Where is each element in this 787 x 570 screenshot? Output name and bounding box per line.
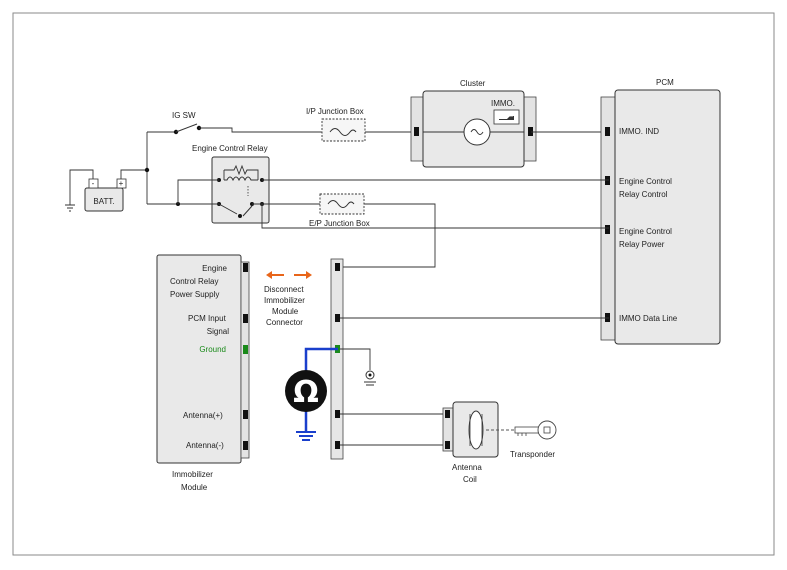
cluster: Cluster IMMO.	[410, 79, 537, 168]
disconnect-label-1: Disconnect	[264, 285, 304, 294]
harness-connector	[330, 258, 344, 460]
ip-junction-box: I/P Junction Box	[306, 107, 366, 142]
immobilizer-module: Engine Control Relay Power Supply PCM In…	[156, 254, 250, 492]
ohmmeter-icon: Ω	[285, 370, 327, 412]
immo-ground-label: Ground	[199, 345, 226, 354]
battery-minus-label: -	[92, 179, 95, 188]
ep-junction-box: E/P Junction Box	[309, 193, 370, 228]
ig-switch-label: IG SW	[172, 111, 196, 120]
immo-ecr-supply-label-1: Engine	[202, 264, 227, 273]
cluster-label: Cluster	[460, 79, 486, 88]
pcm-ecr-power-label-2: Relay Power	[619, 240, 665, 249]
ig-switch: IG SW	[147, 111, 202, 135]
immo-pcm-input-label-2: Signal	[207, 327, 229, 336]
battery: - + BATT.	[84, 178, 127, 212]
immo-module-label-1: Immobilizer	[172, 470, 213, 479]
ohm-symbol: Ω	[293, 375, 319, 410]
immo-pcm-input-label-1: PCM Input	[188, 314, 227, 323]
pcm-ecr-control-label-2: Relay Control	[619, 190, 668, 199]
disconnect-arrows	[266, 271, 312, 279]
ip-junction-box-label: I/P Junction Box	[306, 107, 364, 116]
fuse-icon	[327, 200, 355, 208]
disconnect-label-2: Immobilizer	[264, 296, 305, 305]
immo-module-label-2: Module	[181, 483, 208, 492]
pcm-immo-ind-label: IMMO. IND	[619, 127, 659, 136]
ground-icon	[296, 431, 316, 441]
immo-lamp-label: IMMO.	[491, 99, 515, 108]
fuse-icon	[329, 128, 357, 136]
disconnect-label-4: Connector	[266, 318, 303, 327]
pcm-immo-data-label: IMMO Data Line	[619, 314, 678, 323]
ground-icon	[65, 204, 75, 212]
battery-label: BATT.	[93, 197, 114, 206]
ecr-label: Engine Control Relay	[192, 144, 268, 153]
engine-control-relay: Engine Control Relay	[192, 144, 270, 224]
battery-plus-label: +	[119, 179, 124, 188]
pcm: PCM IMMO. IND Engine Control Relay Contr…	[600, 78, 721, 345]
immo-antenna-minus-label: Antenna(-)	[186, 441, 224, 450]
antenna-coil: Antenna Coil	[442, 401, 499, 484]
key-icon	[514, 420, 557, 440]
transponder-label: Transponder	[510, 450, 555, 459]
pcm-ecr-control-label-1: Engine Control	[619, 177, 672, 186]
immo-ecr-supply-label-2: Control Relay	[170, 277, 218, 286]
pcm-ecr-power-label-1: Engine Control	[619, 227, 672, 236]
disconnect-label-3: Module	[272, 307, 299, 316]
pcm-label: PCM	[656, 78, 674, 87]
antenna-coil-label-2: Coil	[463, 475, 477, 484]
ep-junction-box-label: E/P Junction Box	[309, 219, 370, 228]
immo-antenna-plus-label: Antenna(+)	[183, 411, 223, 420]
antenna-coil-label-1: Antenna	[452, 463, 482, 472]
ground-icon	[364, 370, 376, 386]
diagram-frame	[12, 12, 775, 556]
relay-coil-icon	[224, 176, 258, 182]
immo-ecr-supply-label-3: Power Supply	[170, 290, 219, 299]
